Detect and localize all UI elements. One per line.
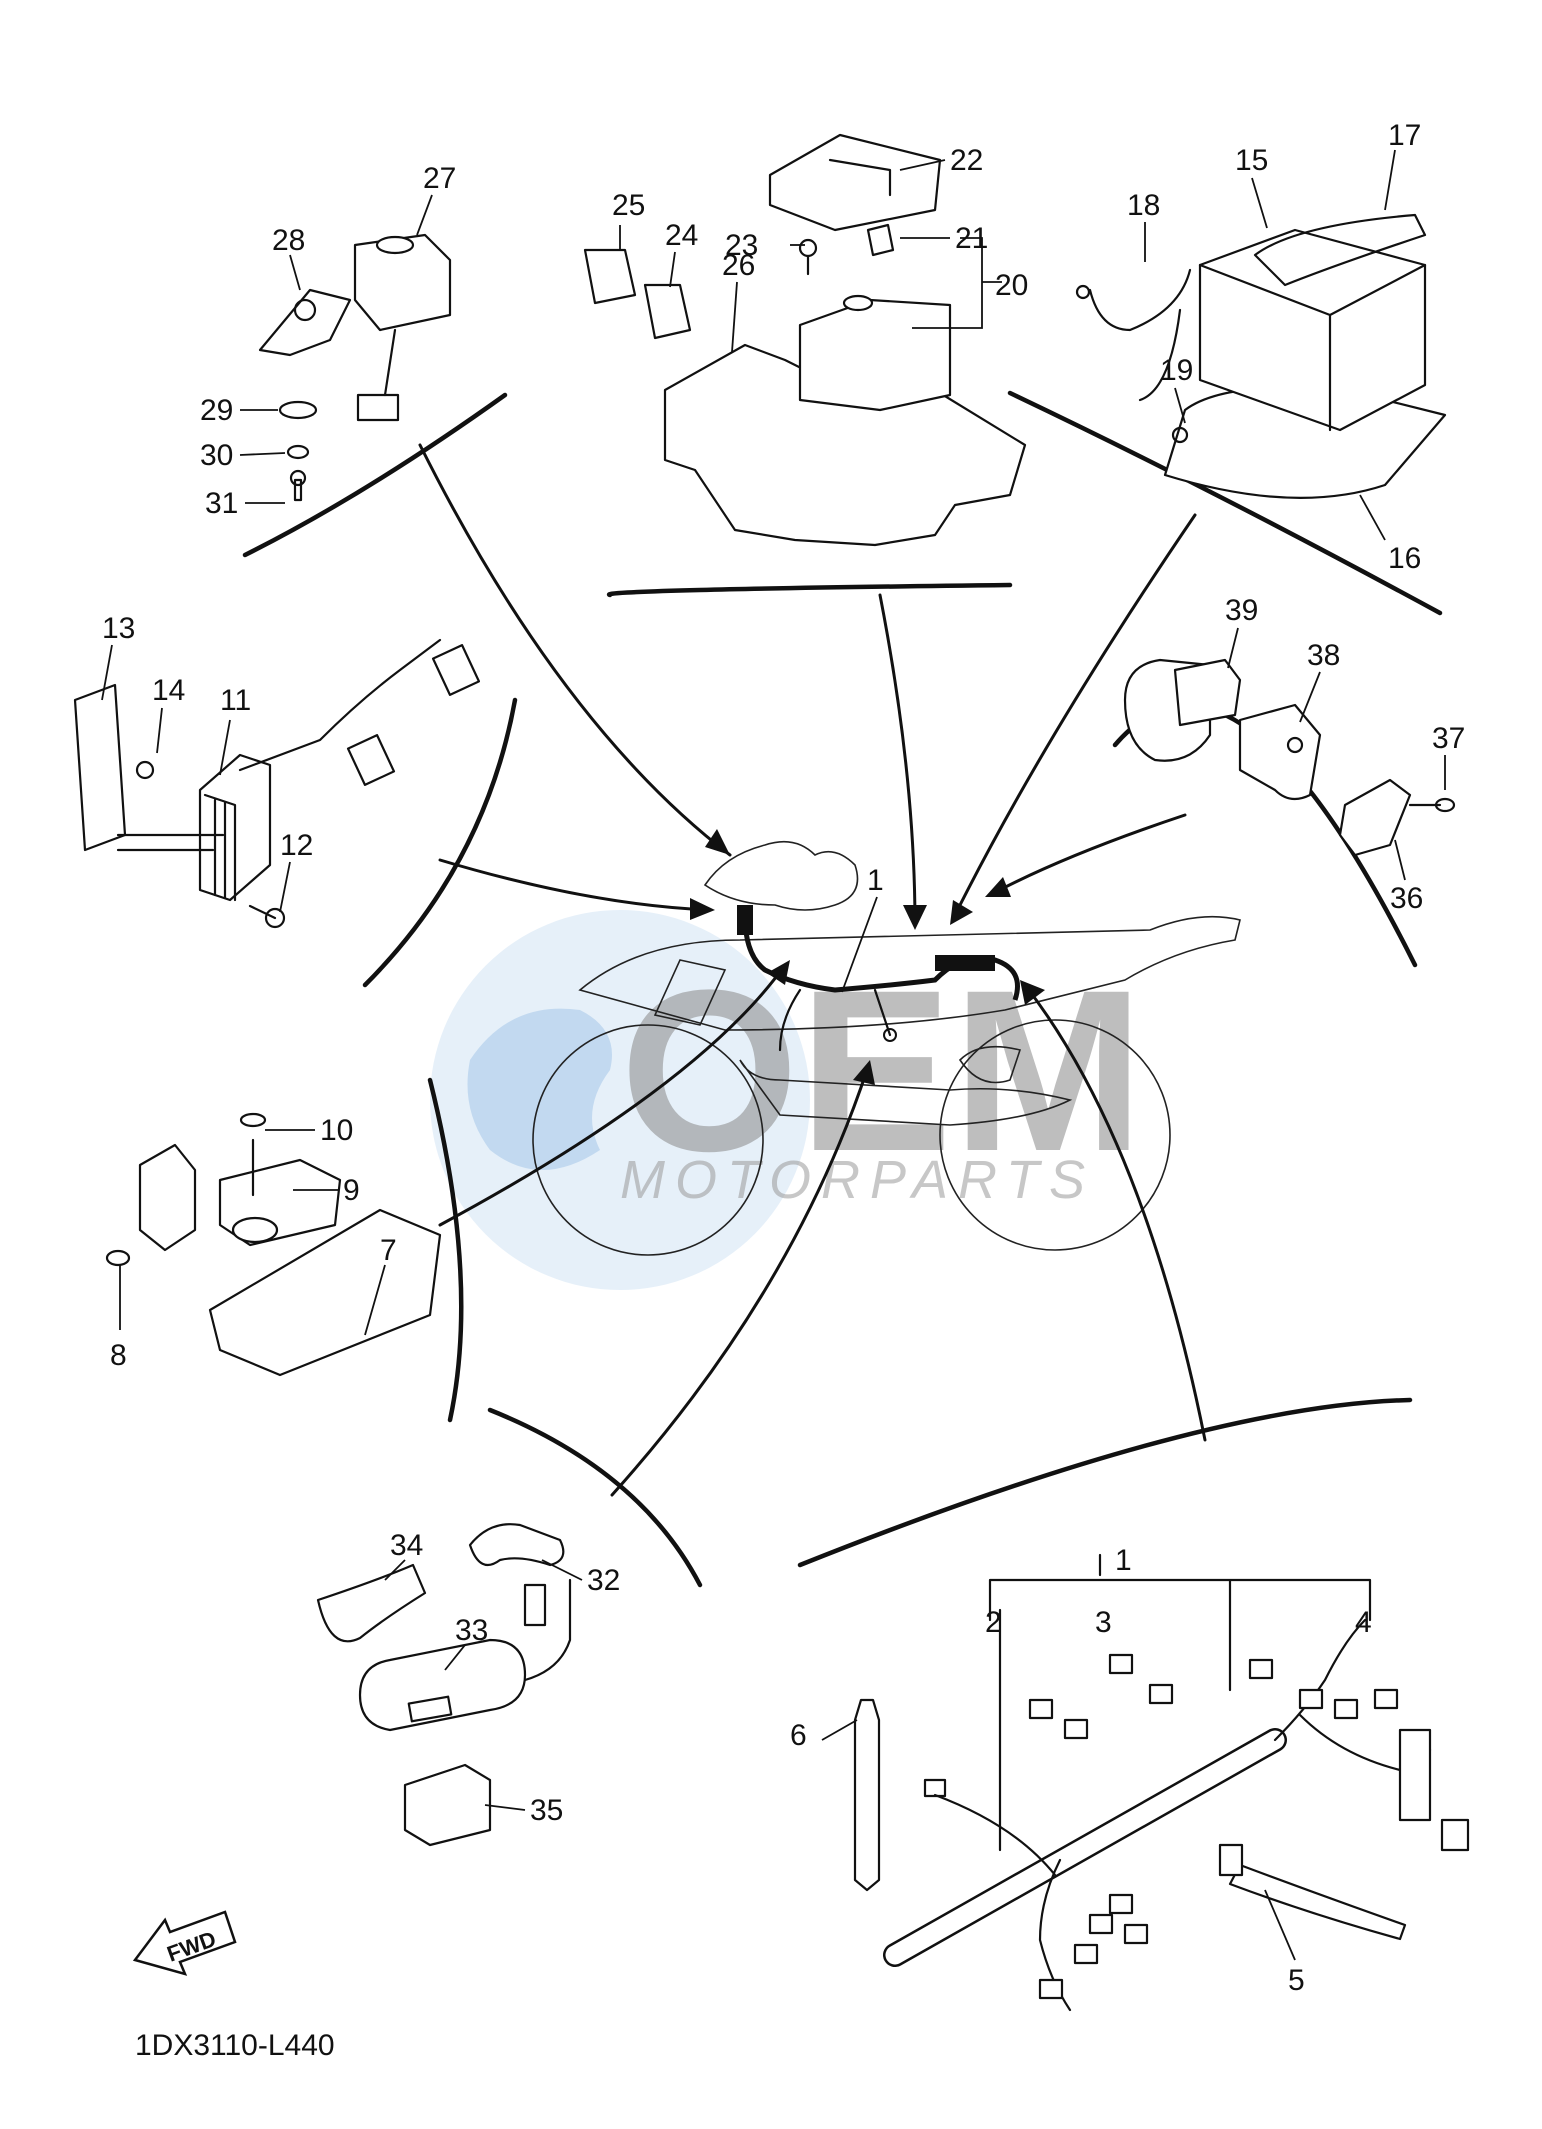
label-32: 32 — [587, 1564, 620, 1597]
fwd-indicator: FWD — [132, 1910, 237, 1976]
label-24: 24 — [665, 219, 698, 252]
group-sensor-36-39 — [1123, 658, 1456, 857]
label-3: 3 — [1095, 1606, 1112, 1639]
label-17: 17 — [1388, 119, 1421, 152]
label-28: 28 — [272, 224, 305, 257]
label-1: 1 — [1115, 1544, 1132, 1577]
group-harness-1-6 — [853, 1553, 1470, 2012]
label-16: 16 — [1388, 542, 1421, 575]
label-26: 26 — [722, 249, 755, 282]
label-9: 9 — [343, 1174, 360, 1207]
label-38: 38 — [1307, 639, 1340, 672]
label-31: 31 — [205, 487, 238, 520]
label-36: 36 — [1390, 882, 1423, 915]
label-4: 4 — [1355, 1606, 1372, 1639]
label-37: 37 — [1432, 722, 1465, 755]
group-relay-20-26 — [583, 133, 1027, 547]
motorcycle-outline — [532, 840, 1241, 1256]
label-1-center: 1 — [867, 864, 884, 897]
label-7: 7 — [380, 1234, 397, 1267]
watermark-subtitle: MOTORPARTS — [620, 1150, 1095, 1210]
group-sensor-7-10 — [105, 1112, 442, 1377]
group-battery-15-19 — [1075, 213, 1447, 499]
label-29: 29 — [200, 394, 233, 427]
label-15: 15 — [1235, 144, 1268, 177]
label-30: 30 — [200, 439, 233, 472]
label-33: 33 — [455, 1614, 488, 1647]
label-14: 14 — [152, 674, 185, 707]
label-19: 19 — [1160, 354, 1193, 387]
label-39: 39 — [1225, 594, 1258, 627]
part-labels: 27 28 29 30 31 25 24 26 22 21 23 20 17 1… — [102, 119, 1465, 1997]
label-12: 12 — [280, 829, 313, 862]
label-18: 18 — [1127, 189, 1160, 222]
center-harness — [737, 905, 1020, 1052]
label-13: 13 — [102, 612, 135, 645]
label-10: 10 — [320, 1114, 353, 1147]
label-leaders — [101, 149, 1446, 1961]
label-23: 23 — [725, 229, 758, 262]
label-11: 11 — [220, 684, 251, 717]
label-8: 8 — [110, 1339, 127, 1372]
label-34: 34 — [390, 1529, 423, 1562]
arrow-leaders — [418, 443, 1207, 1497]
group-switch-27-31 — [258, 233, 452, 502]
label-27: 27 — [423, 162, 456, 195]
label-22: 22 — [950, 144, 983, 177]
label-2: 2 — [985, 1606, 1002, 1639]
label-5: 5 — [1288, 1964, 1305, 1997]
label-20: 20 — [995, 269, 1028, 302]
diagram-code: 1DX3110-L440 — [135, 2029, 335, 2062]
group-rectifier-11-14 — [73, 638, 481, 929]
label-25: 25 — [612, 189, 645, 222]
watermark-globe — [430, 910, 810, 1290]
fwd-arrow-icon — [132, 1910, 237, 1976]
label-6: 6 — [790, 1719, 807, 1752]
group-clamp-32-35 — [316, 1523, 572, 1847]
label-35: 35 — [530, 1794, 563, 1827]
